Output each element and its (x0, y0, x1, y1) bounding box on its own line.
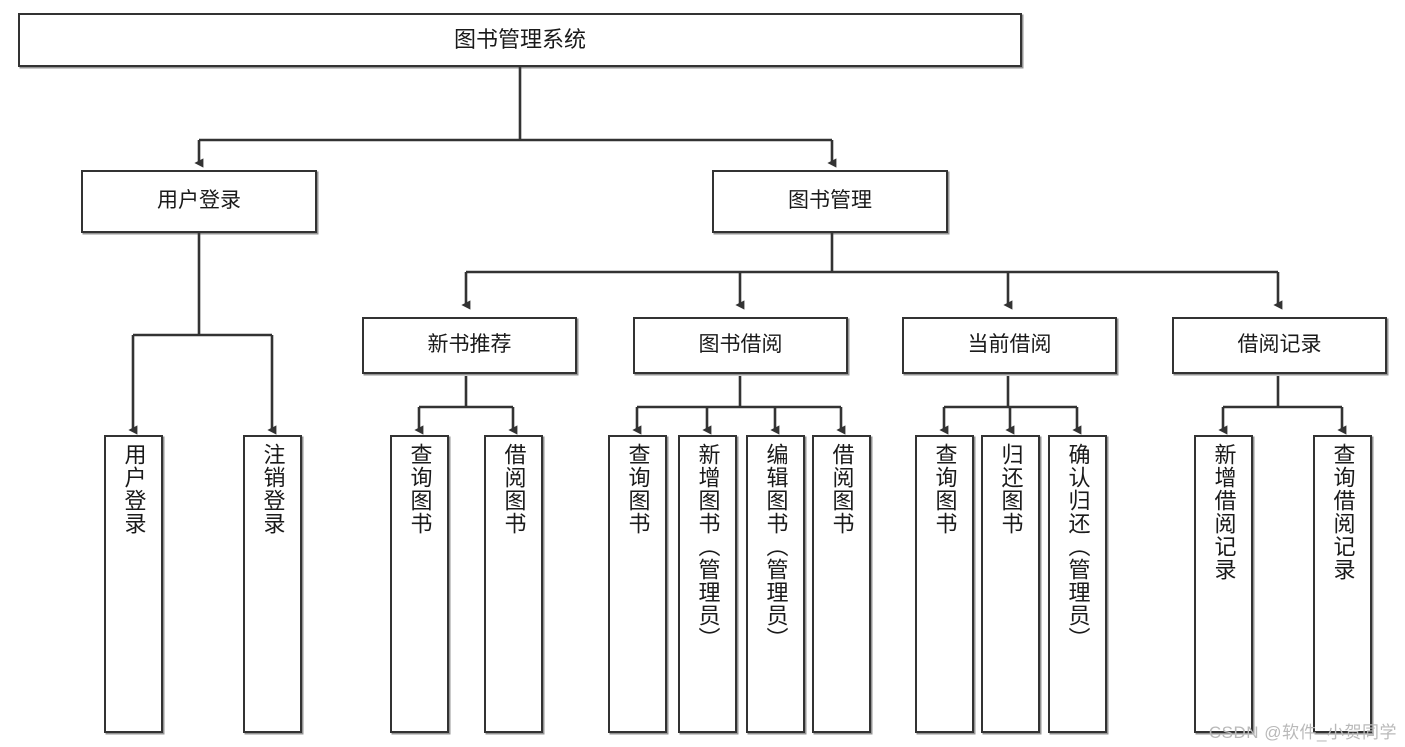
node-label: 用户登录 (157, 189, 241, 213)
node-book-manage[interactable]: 图书管理 (712, 170, 948, 233)
node-label: 图书管理 (788, 189, 872, 213)
node-label: 图书管理系统 (453, 27, 586, 53)
node-label: 归还图书 (998, 443, 1024, 535)
node-leaf-user-logout[interactable]: 注销登录 (243, 435, 302, 733)
node-leaf-borrow-book-2[interactable]: 借阅图书 (812, 435, 871, 733)
node-label: 查询图书 (407, 443, 433, 535)
node-user-login[interactable]: 用户登录 (81, 170, 317, 233)
node-leaf-add-book[interactable]: 新增图书（管理员） (678, 435, 737, 733)
node-label: 图书借阅 (698, 333, 783, 357)
node-new-book-recommend[interactable]: 新书推荐 (362, 317, 577, 374)
watermark-text: CSDN @软件_小贺同学 (1208, 723, 1397, 742)
node-leaf-edit-book[interactable]: 编辑图书（管理员） (746, 435, 805, 733)
node-root[interactable]: 图书管理系统 (18, 13, 1022, 67)
node-label: 用户登录 (121, 443, 147, 535)
node-leaf-user-login[interactable]: 用户登录 (104, 435, 163, 733)
node-label: 确认归还（管理员） (1065, 443, 1091, 650)
node-leaf-query-book-1[interactable]: 查询图书 (390, 435, 449, 733)
node-leaf-query-book-3[interactable]: 查询图书 (915, 435, 974, 733)
node-current-borrow[interactable]: 当前借阅 (902, 317, 1117, 374)
node-leaf-query-book-2[interactable]: 查询图书 (608, 435, 667, 733)
node-label: 新增图书（管理员） (695, 443, 721, 650)
node-label: 查询图书 (932, 443, 958, 535)
node-label: 注销登录 (260, 443, 286, 535)
node-label: 借阅记录 (1237, 333, 1322, 357)
node-label: 查询借阅记录 (1330, 443, 1356, 581)
node-leaf-confirm-return[interactable]: 确认归还（管理员） (1048, 435, 1107, 733)
node-label: 新增借阅记录 (1211, 443, 1237, 581)
node-borrow-record[interactable]: 借阅记录 (1172, 317, 1387, 374)
node-label: 当前借阅 (967, 333, 1052, 357)
node-label: 新书推荐 (427, 333, 512, 357)
node-label: 借阅图书 (501, 443, 527, 535)
node-label: 查询图书 (625, 443, 651, 535)
node-leaf-add-record[interactable]: 新增借阅记录 (1194, 435, 1253, 733)
node-book-borrow[interactable]: 图书借阅 (633, 317, 848, 374)
node-leaf-borrow-book-1[interactable]: 借阅图书 (484, 435, 543, 733)
node-label: 借阅图书 (829, 443, 855, 535)
node-leaf-query-record[interactable]: 查询借阅记录 (1313, 435, 1372, 733)
node-label: 编辑图书（管理员） (763, 443, 789, 650)
node-leaf-return-book[interactable]: 归还图书 (981, 435, 1040, 733)
